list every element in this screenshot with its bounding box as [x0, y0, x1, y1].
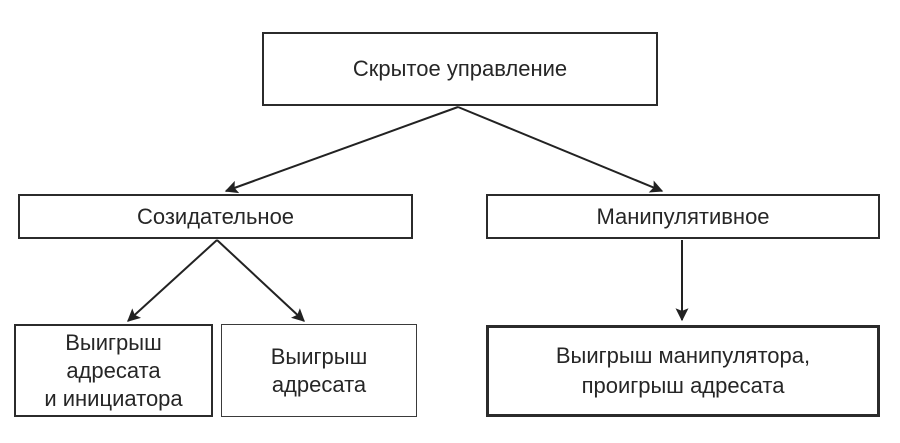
node-win-addressee-and-initiator-line3: и инициатора — [44, 385, 183, 411]
node-creative-label: Созидательное — [136, 203, 295, 229]
node-win-addressee: Выигрыш адресата — [221, 324, 417, 417]
node-manipulative-label: Манипулятивное — [596, 203, 770, 229]
node-win-addressee-line1: Выигрыш — [270, 343, 368, 369]
node-win-addressee-line2: адресата — [271, 371, 367, 397]
node-win-addressee-and-initiator-line1: Выигрыш — [65, 329, 162, 355]
edge-root-manipulative — [457, 106, 664, 193]
node-win-manipulator-lose-addressee: Выигрыш манипулятора, проигрыш адресата — [486, 325, 880, 417]
node-hidden-control: Скрытое управление — [262, 32, 658, 106]
node-hidden-control-label: Скрытое управление — [352, 56, 568, 81]
node-manipulative: Манипулятивное — [486, 194, 880, 239]
edge-root-creative — [224, 106, 459, 194]
node-win-addressee-and-initiator-line2: адресата — [66, 357, 161, 383]
edge-creative-win-addressee — [216, 239, 305, 322]
edge-creative-win-both — [127, 239, 218, 322]
node-creative: Созидательное — [18, 194, 413, 239]
node-win-manipulator-line2: проигрыш адресата — [581, 373, 785, 398]
node-win-manipulator-line1: Выигрыш манипулятора, — [555, 343, 811, 368]
node-win-addressee-and-initiator: Выигрыш адресата и инициатора — [14, 324, 213, 417]
